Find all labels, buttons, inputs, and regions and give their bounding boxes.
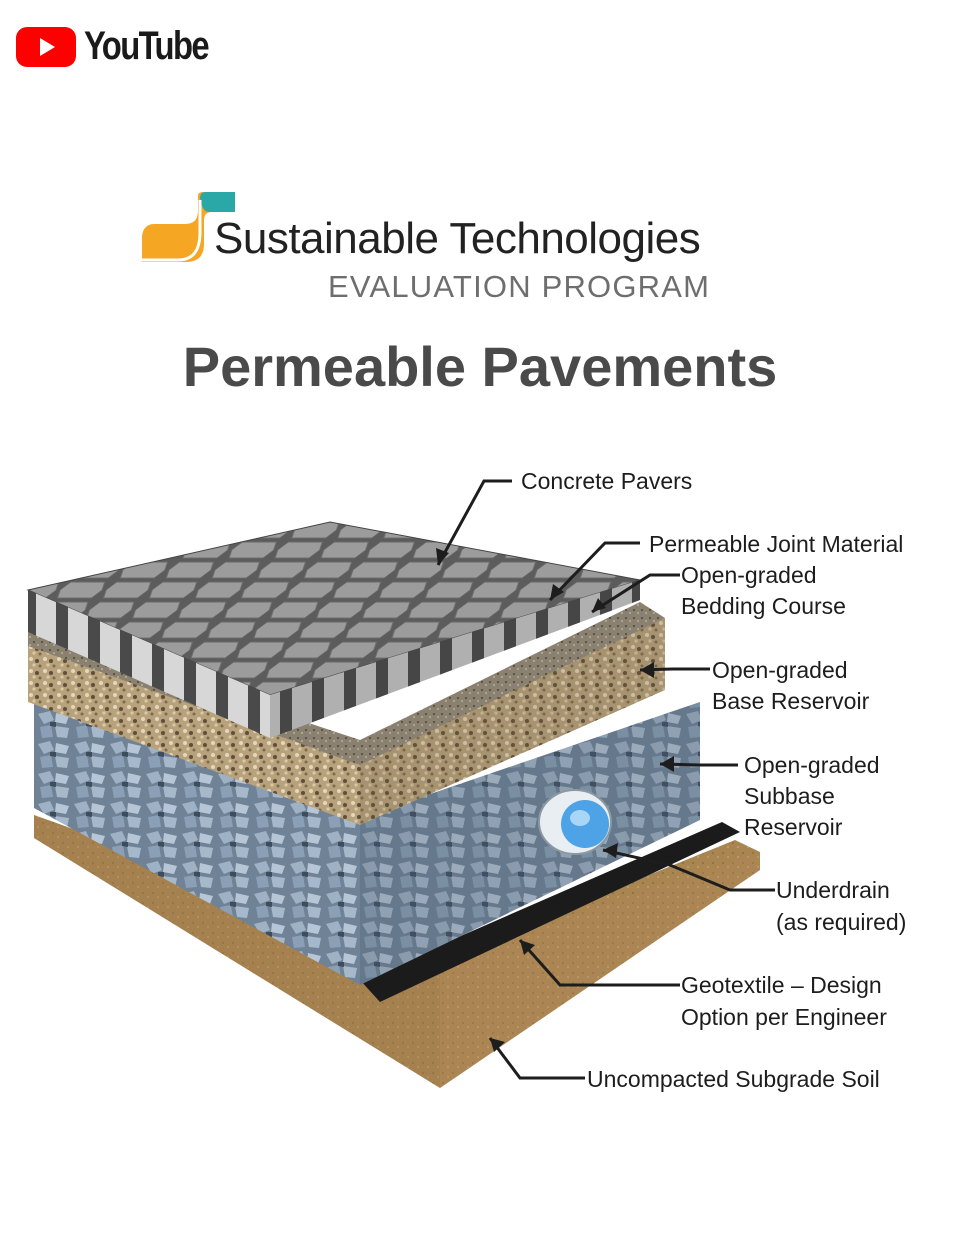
org-name: Sustainable Technologies [214, 214, 701, 263]
layer-concrete-pavers [26, 521, 641, 738]
label-underdrain: Underdrain (as required) [776, 877, 906, 935]
label-base-reservoir: Open-graded Base Reservoir [712, 657, 870, 714]
label-bedding-course: Open-graded Bedding Course [681, 562, 846, 619]
label-geotextile: Geotextile – Design Option per Engineer [681, 972, 888, 1030]
leader-arrowheads [436, 548, 674, 1052]
youtube-logo[interactable]: YouTube [16, 24, 235, 69]
page-title: Permeable Pavements [182, 335, 778, 398]
youtube-play-icon [16, 26, 76, 67]
org-subtitle: EVALUATION PROGRAM [328, 269, 711, 304]
label-concrete-pavers: Concrete Pavers [521, 468, 692, 494]
label-subgrade-soil: Uncompacted Subgrade Soil [587, 1066, 880, 1092]
layer-geotextile [360, 822, 740, 1002]
step-logo-icon [142, 192, 235, 262]
layer-subbase-reservoir [34, 695, 700, 985]
youtube-wordmark: YouTube [84, 24, 210, 68]
underdrain-pipe [538, 789, 612, 855]
label-permeable-joint-material: Permeable Joint Material [649, 531, 903, 557]
layer-base-reservoir [28, 618, 665, 825]
label-subbase-reservoir: Open-graded Subbase Reservoir [744, 752, 886, 840]
pavement-cross-section: Concrete Pavers Permeable Joint Material… [26, 468, 906, 1092]
leader-lines [436, 479, 775, 1080]
